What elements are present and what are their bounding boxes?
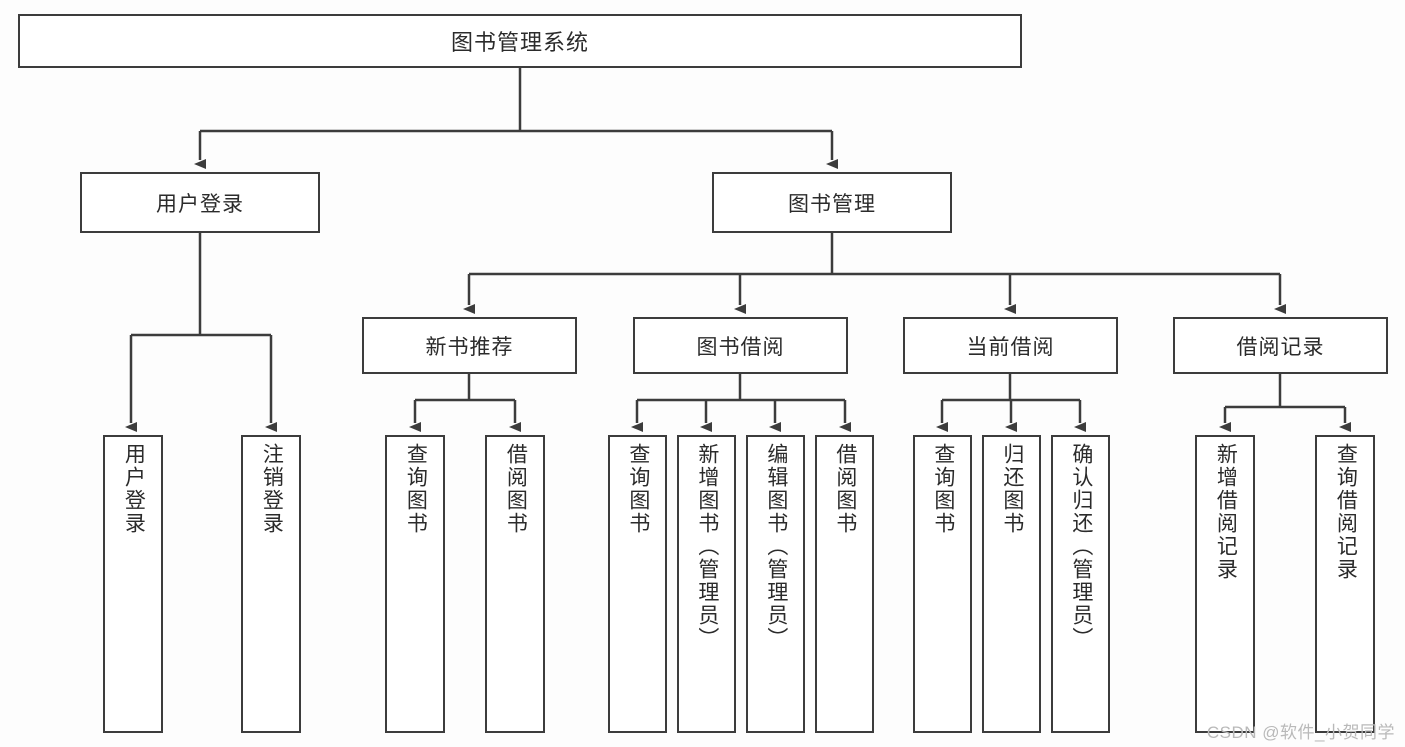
node-user-login[interactable]: 用户登录: [80, 172, 320, 233]
node-current-borrow-label: 当前借阅: [966, 335, 1055, 359]
node-leaf-edit-book-admin-label: 编辑图书（管理员）: [764, 443, 788, 650]
node-borrow-record-label: 借阅记录: [1236, 335, 1325, 359]
node-leaf-user-login[interactable]: 用户登录: [103, 435, 163, 733]
node-leaf-confirm-return-admin-label: 确认归还（管理员）: [1069, 443, 1093, 650]
node-leaf-return-book-label: 归还图书: [1000, 443, 1024, 535]
node-leaf-borrow-book-1-label: 借阅图书: [504, 443, 528, 535]
node-leaf-query-book-3[interactable]: 查询图书: [913, 435, 972, 733]
node-leaf-confirm-return-admin[interactable]: 确认归还（管理员）: [1051, 435, 1110, 733]
node-leaf-add-borrow-record[interactable]: 新增借阅记录: [1195, 435, 1255, 733]
node-leaf-return-book[interactable]: 归还图书: [982, 435, 1041, 733]
node-leaf-borrow-book-2-label: 借阅图书: [833, 443, 857, 535]
node-leaf-query-book-1[interactable]: 查询图书: [385, 435, 445, 733]
node-leaf-borrow-book-2[interactable]: 借阅图书: [815, 435, 874, 733]
node-book-manage-label: 图书管理: [788, 192, 876, 216]
node-leaf-user-login-label: 用户登录: [122, 443, 146, 535]
node-leaf-query-book-2-label: 查询图书: [626, 443, 650, 535]
node-current-borrow[interactable]: 当前借阅: [903, 317, 1118, 374]
node-leaf-add-book-admin-label: 新增图书（管理员）: [695, 443, 719, 650]
node-book-borrow-label: 图书借阅: [696, 335, 785, 359]
node-leaf-user-logout[interactable]: 注销登录: [241, 435, 301, 733]
node-leaf-user-logout-label: 注销登录: [260, 443, 284, 535]
node-book-borrow[interactable]: 图书借阅: [633, 317, 848, 374]
node-root-label: 图书管理系统: [450, 30, 589, 55]
node-leaf-add-borrow-record-label: 新增借阅记录: [1214, 443, 1238, 581]
node-leaf-query-borrow-record-label: 查询借阅记录: [1334, 443, 1358, 581]
node-leaf-edit-book-admin[interactable]: 编辑图书（管理员）: [746, 435, 805, 733]
node-user-login-label: 用户登录: [156, 192, 244, 216]
node-root[interactable]: 图书管理系统: [18, 14, 1022, 68]
watermark-text: CSDN @软件_小贺同学: [1206, 723, 1395, 742]
node-leaf-query-book-2[interactable]: 查询图书: [608, 435, 667, 733]
node-new-book-recommend[interactable]: 新书推荐: [362, 317, 577, 374]
node-new-book-recommend-label: 新书推荐: [425, 335, 514, 359]
node-leaf-query-book-3-label: 查询图书: [931, 443, 955, 535]
node-leaf-query-book-1-label: 查询图书: [404, 443, 428, 535]
node-borrow-record[interactable]: 借阅记录: [1173, 317, 1388, 374]
node-leaf-borrow-book-1[interactable]: 借阅图书: [485, 435, 545, 733]
node-leaf-add-book-admin[interactable]: 新增图书（管理员）: [677, 435, 736, 733]
node-leaf-query-borrow-record[interactable]: 查询借阅记录: [1315, 435, 1375, 733]
node-book-manage[interactable]: 图书管理: [712, 172, 952, 233]
